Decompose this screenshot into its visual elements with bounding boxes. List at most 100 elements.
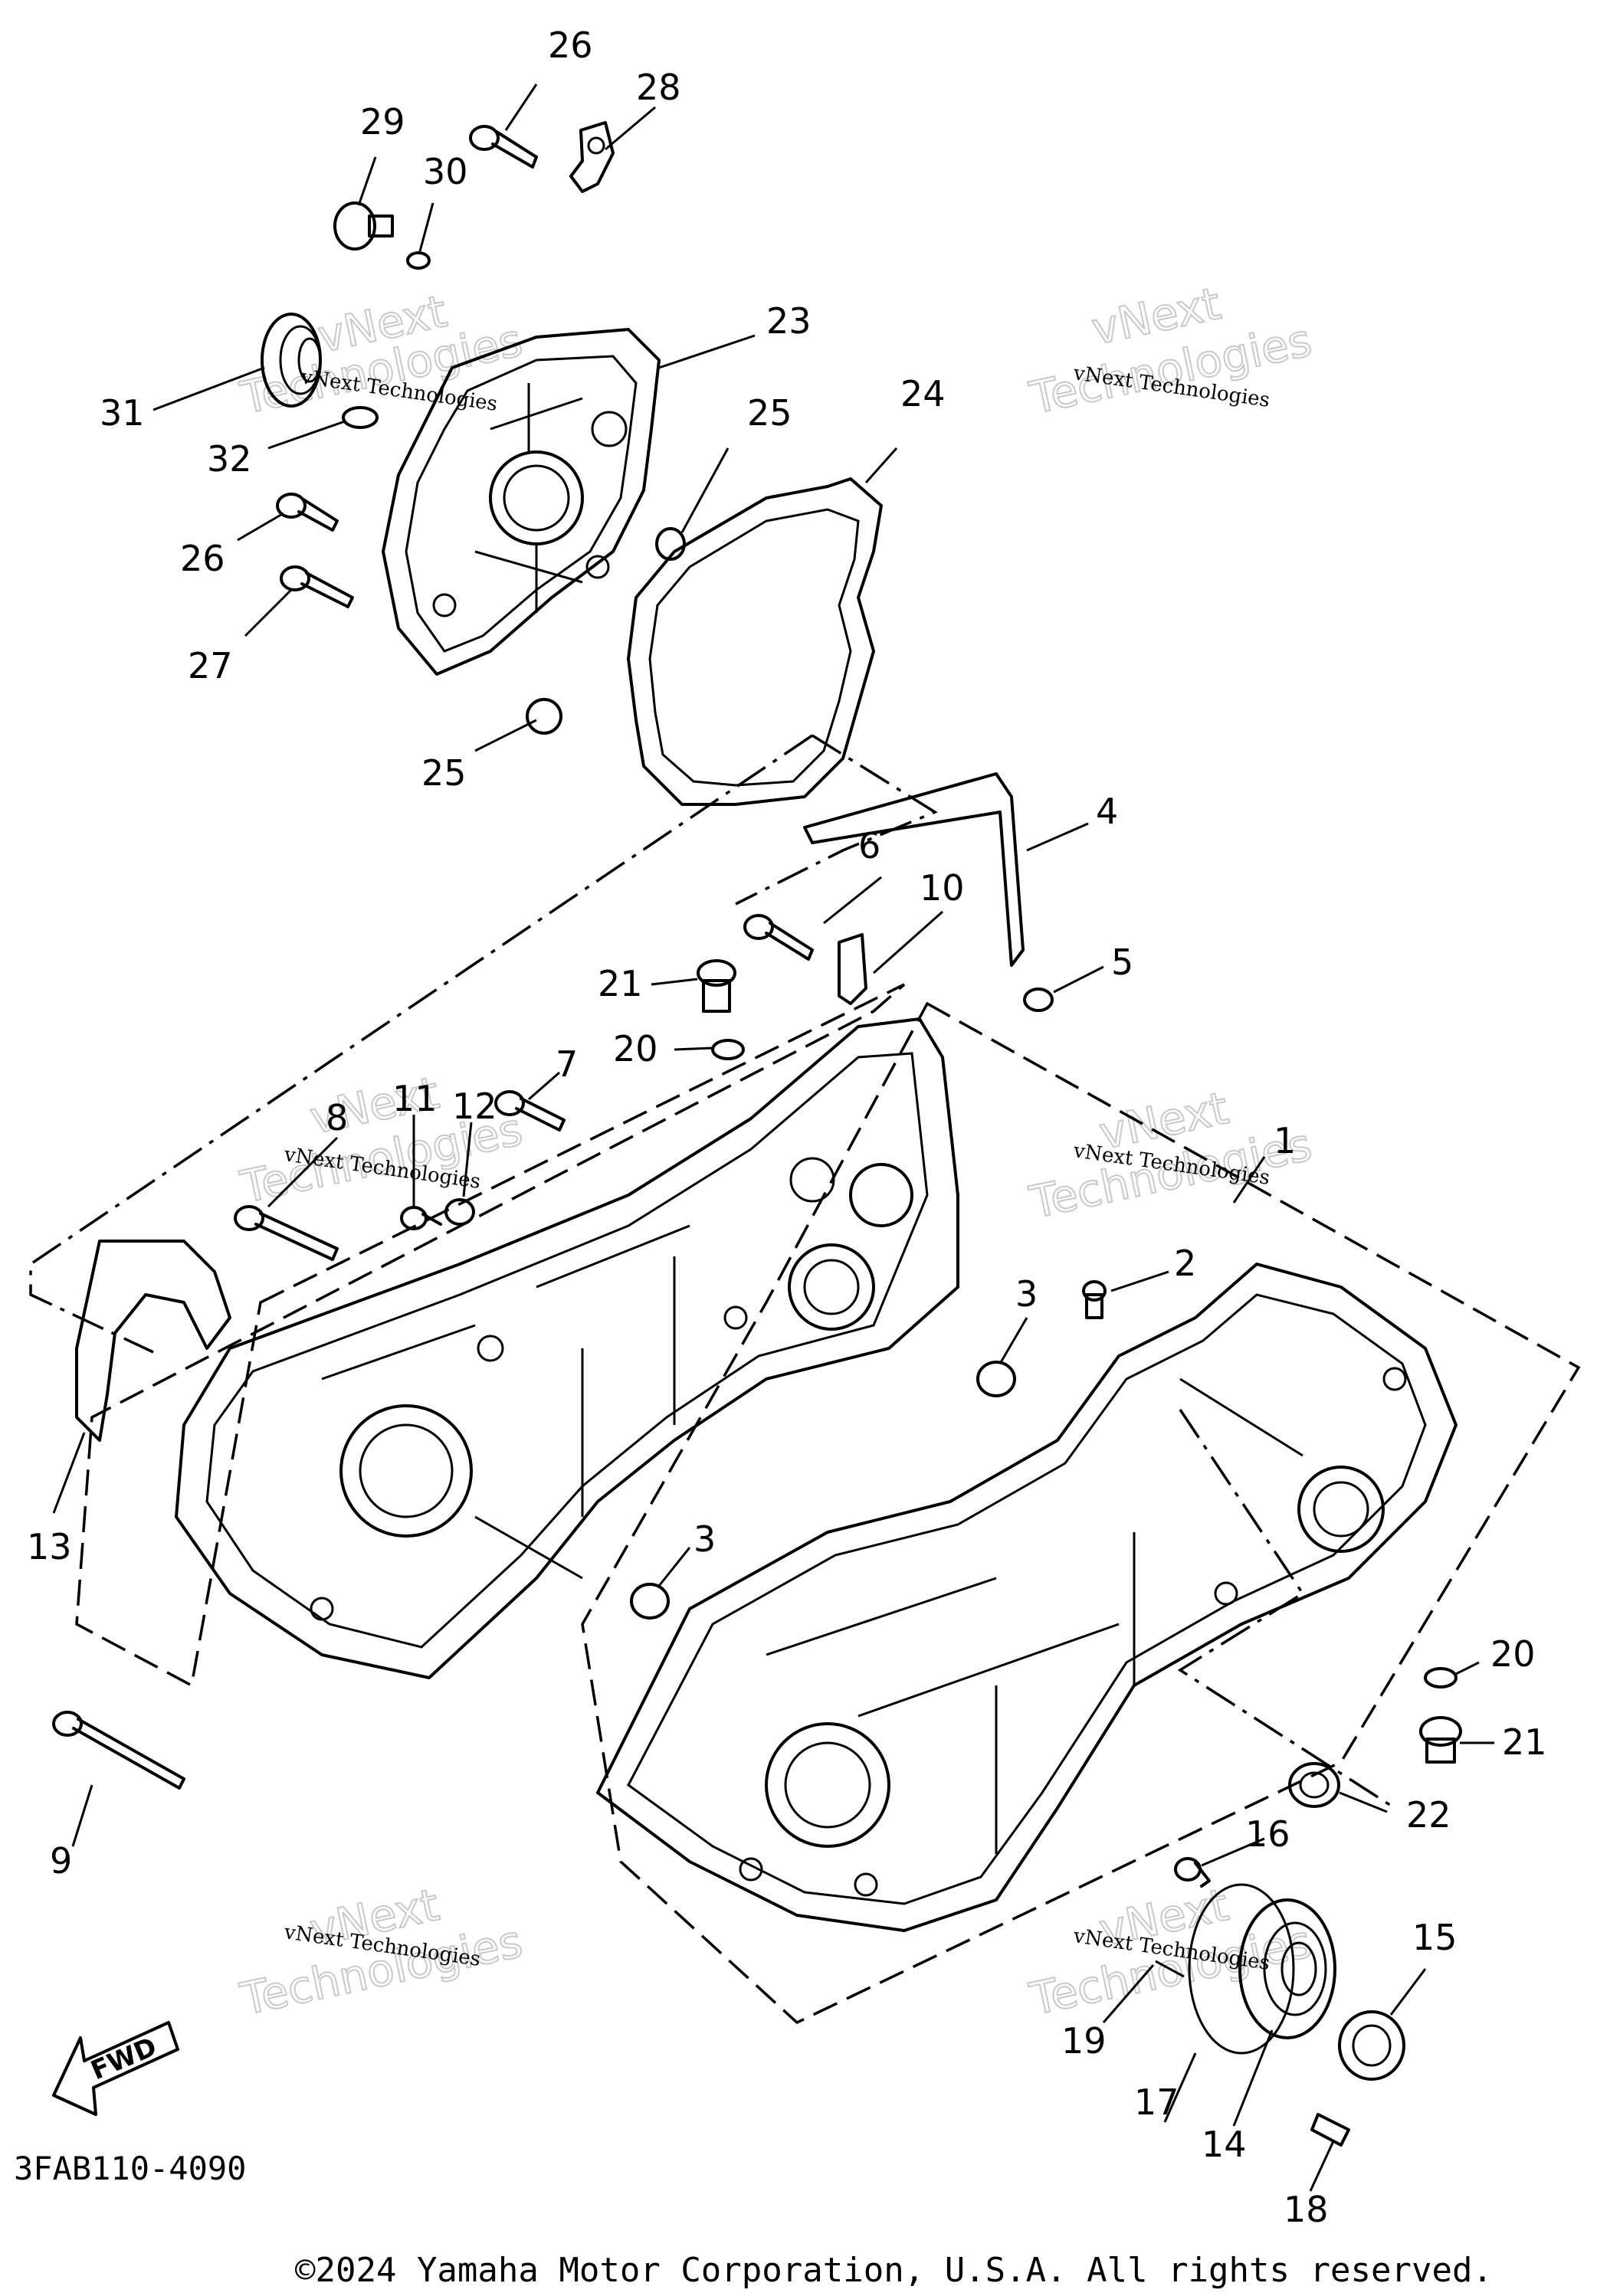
diagram-code: 3FAB110-4090: [14, 2150, 246, 2187]
callout-25: 25: [421, 752, 467, 794]
leader-10: [873, 910, 943, 974]
nipple-2: [1082, 1280, 1107, 1319]
crankcase-left: [175, 1017, 959, 1679]
callout-19: 19: [1061, 2020, 1107, 2062]
dowel-25-bottom: [526, 698, 562, 735]
watermark-2: vNext Technologies vNext Technologies: [1025, 277, 1317, 425]
bolt-26-top: [469, 125, 538, 169]
pin-19: [1155, 1960, 1185, 1978]
callout-5: 5: [1111, 942, 1133, 983]
leader-24: [864, 447, 898, 483]
leader-16: [1201, 1837, 1265, 1867]
callout-21: 21: [598, 963, 643, 1004]
dowel-3-upper: [976, 1361, 1016, 1397]
leader-27: [244, 588, 293, 637]
callout-16: 16: [1245, 1813, 1290, 1855]
callout-20: 20: [1490, 1633, 1536, 1675]
gasket-20-right: [1424, 1667, 1458, 1688]
seal-31: [261, 313, 322, 408]
o-ring-30: [406, 251, 431, 270]
leader-7: [528, 1071, 560, 1101]
callout-25: 25: [747, 392, 792, 434]
leader-20a: [674, 1046, 713, 1051]
leader-26a: [504, 84, 538, 131]
watermark-5: vNext Technologies vNext Technologies: [235, 1878, 528, 2026]
leader-12: [462, 1122, 473, 1197]
oil-seal-22: [1288, 1762, 1340, 1808]
leader-2: [1110, 1270, 1169, 1292]
leader-3b: [657, 1547, 691, 1587]
leader-14: [1232, 2029, 1274, 2127]
bolt-6: [743, 914, 814, 961]
leader-15: [1389, 1968, 1427, 2016]
watermark-group: vNext Technologies vNext Technologies vN…: [235, 277, 1317, 2026]
left-case-boundary: [75, 983, 906, 1688]
oil-seal-15: [1338, 2010, 1405, 2081]
callout-12: 12: [452, 1086, 497, 1127]
leader-31: [152, 366, 265, 411]
gasket-13: [75, 1240, 231, 1442]
callout-23: 23: [766, 300, 812, 342]
o-ring-17: [1188, 1883, 1295, 2055]
gasket-20-top: [711, 1039, 745, 1060]
leader-9: [71, 1784, 93, 1847]
leader-28: [605, 106, 656, 151]
leader-1: [1232, 1156, 1266, 1204]
leader-29: [357, 156, 377, 206]
bolt-9: [52, 1711, 185, 1790]
leader-3a: [998, 1317, 1028, 1364]
callout-2: 2: [1174, 1243, 1196, 1284]
callout-28: 28: [636, 67, 681, 108]
bolt-26-left: [276, 493, 339, 532]
leader-4: [1026, 822, 1089, 852]
callout-31: 31: [100, 392, 145, 434]
callout-21: 21: [1502, 1721, 1547, 1763]
gasket-24-inner: [648, 508, 860, 787]
bearing-alignment-line: [1177, 1409, 1395, 1810]
plug-29: [333, 201, 394, 251]
callout-20: 20: [613, 1028, 658, 1069]
callout-3: 3: [694, 1518, 716, 1560]
callout-3: 3: [1015, 1273, 1038, 1315]
leader-25b: [474, 719, 537, 752]
leader-lines: [52, 84, 1494, 2192]
callout-22: 22: [1406, 1794, 1451, 1836]
watermark-4: vNext Technologies vNext Technologies: [1025, 1081, 1317, 1230]
leader-8: [267, 1136, 339, 1208]
clamp-10: [838, 933, 867, 1005]
assembly-boundaries: [29, 734, 1581, 2025]
dowel-3-lower: [630, 1583, 670, 1620]
leader-20b: [1455, 1661, 1480, 1675]
callout-26: 26: [180, 538, 225, 579]
drain-plug-21-right: [1419, 1716, 1462, 1764]
callout-11: 11: [392, 1078, 438, 1119]
leader-26b: [237, 512, 284, 542]
screw-18: [1310, 2113, 1350, 2147]
callout-7: 7: [556, 1043, 578, 1085]
leader-18: [1309, 2140, 1335, 2192]
callout-29: 29: [360, 101, 405, 142]
leader-17: [1163, 2052, 1197, 2123]
right-case-boundary: [581, 1001, 1581, 2025]
callout-30: 30: [423, 151, 468, 192]
leader-21a: [651, 978, 698, 986]
leader-30: [418, 202, 434, 252]
callout-24: 24: [900, 373, 946, 414]
fwd-arrow: FWD: [52, 2021, 179, 2116]
gasket-24: [627, 477, 883, 806]
leader-22: [1339, 1791, 1388, 1813]
washer-12: [444, 1198, 475, 1226]
leader-32: [267, 420, 346, 450]
callout-10: 10: [920, 867, 965, 909]
dowel-25-top: [655, 527, 686, 561]
hose-clamp-5: [1023, 988, 1054, 1012]
callout-27: 27: [188, 645, 233, 686]
cover-alignment-line-left: [29, 734, 813, 1354]
copyright-notice: ©2024 Yamaha Motor Corporation, U.S.A. A…: [295, 2251, 1493, 2290]
bolt-27: [280, 565, 354, 608]
callout-18: 18: [1284, 2189, 1329, 2230]
drain-plug-21-top: [697, 959, 736, 1013]
callout-9: 9: [50, 1840, 72, 1882]
callout-14: 14: [1202, 2124, 1247, 2165]
